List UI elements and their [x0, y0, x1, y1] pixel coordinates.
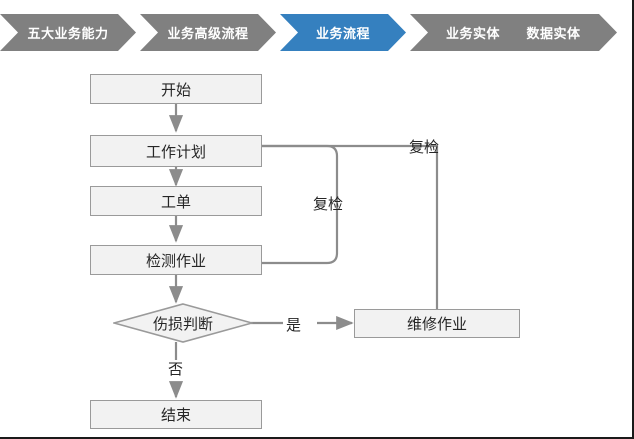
flow-node-end[interactable]: 结束 — [90, 400, 262, 429]
edge-label-no: 否 — [168, 361, 184, 378]
flow-node-repair[interactable]: 维修作业 — [354, 309, 520, 338]
edge-label-yes: 是 — [286, 317, 302, 334]
chevron-shape-1 — [140, 14, 276, 51]
flow-node-work-plan-label: 工作计划 — [145, 143, 206, 161]
flow-node-inspection-label: 检测作业 — [145, 252, 206, 270]
flow-node-inspection[interactable]: 检测作业 — [90, 245, 262, 275]
edge-label-recheck-outer: 复检 — [409, 139, 440, 156]
flow-node-start-label: 开始 — [160, 81, 191, 99]
chevron-shape-0 — [0, 14, 136, 51]
edge-label-recheck-inner: 复检 — [313, 196, 344, 213]
flow-node-start[interactable]: 开始 — [90, 74, 262, 104]
flow-node-work-order-label: 工单 — [160, 193, 191, 211]
flow-node-work-plan[interactable]: 工作计划 — [90, 135, 262, 167]
flow-node-damage-shape[interactable] — [113, 303, 253, 343]
flow-node-end-label: 结束 — [160, 407, 191, 424]
flow-node-repair-label: 维修作业 — [406, 316, 467, 333]
chevron-shape-2 — [280, 14, 406, 51]
flow-node-work-order[interactable]: 工单 — [90, 186, 262, 216]
chevron-shape-4 — [490, 14, 617, 51]
